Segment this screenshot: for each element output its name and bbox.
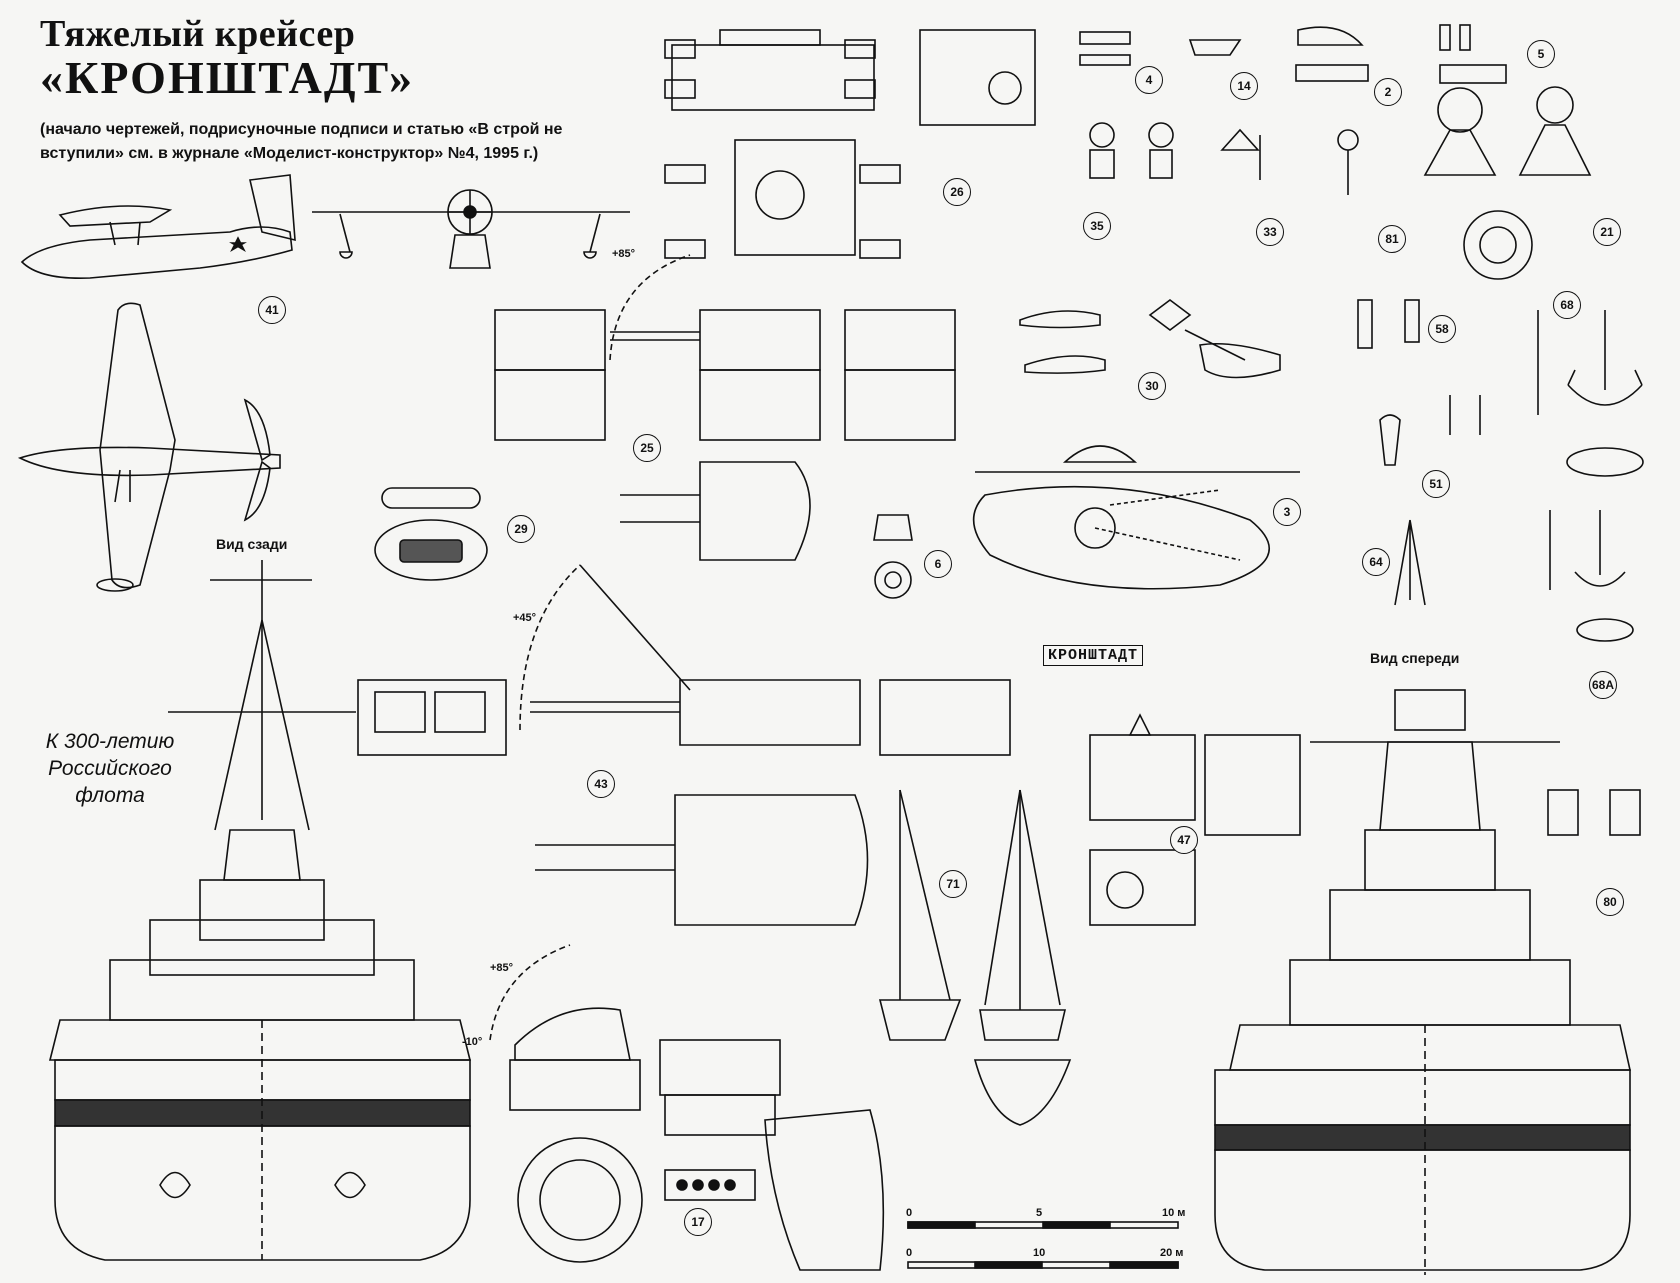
callout-21: 21 [1593, 218, 1621, 246]
callout-81: 81 [1378, 225, 1406, 253]
scale-bars [907, 1221, 1179, 1269]
callout-51: 51 [1422, 470, 1450, 498]
callout-64: 64 [1362, 548, 1390, 576]
turret-25-views [494, 309, 956, 561]
scale2-20: 20 м [1160, 1247, 1184, 1259]
scale1-5: 5 [1036, 1207, 1043, 1219]
callout-14: 14 [1230, 72, 1258, 100]
callout-58: 58 [1428, 315, 1456, 343]
rear-view-label: Вид сзади [216, 536, 288, 552]
callout-6: 6 [924, 550, 952, 578]
callout-2: 2 [1374, 78, 1402, 106]
callout-68a: 68A [1589, 671, 1617, 699]
ship-nameplate: КРОНШТАДТ [1043, 645, 1144, 666]
title-line-2: «КРОНШТАДТ» [40, 52, 415, 103]
callout-29: 29 [507, 515, 535, 543]
title-line-1: Тяжелый крейсер [40, 13, 356, 55]
callout-33: 33 [1256, 218, 1284, 246]
scale2-0: 0 [906, 1247, 913, 1259]
angle-label-2: +45° [513, 612, 537, 624]
callout-47: 47 [1170, 826, 1198, 854]
callout-43: 43 [587, 770, 615, 798]
callout-68: 68 [1553, 291, 1581, 319]
callout-35: 35 [1083, 212, 1111, 240]
bollards [1357, 299, 1481, 466]
ship-rear-view [48, 560, 472, 1261]
callout-17: 17 [684, 1208, 712, 1236]
elevation-arcs [489, 254, 691, 1041]
turret-26-views [664, 29, 1036, 259]
callout-30: 30 [1138, 372, 1166, 400]
anchor-chain-3 [972, 445, 1300, 590]
subtitle: (начало чертежей, подрисуночные подписи … [40, 121, 563, 162]
small-fittings [1079, 24, 1592, 280]
scale1-0: 0 [906, 1207, 913, 1219]
seaplane-side-view [20, 174, 296, 279]
front-view-label: Вид спереди [1370, 650, 1460, 666]
callout-41: 41 [258, 296, 286, 324]
boat-crane-71 [878, 789, 1072, 1126]
angle-label-4: -10° [462, 1036, 483, 1048]
turret-43-views [357, 679, 1011, 926]
capstan-6 [873, 514, 913, 599]
secondary-turret-views [509, 1007, 885, 1271]
anniversary-caption: К 300-летию Российского флота [45, 730, 175, 807]
callout-3: 3 [1273, 498, 1301, 526]
page-title: Тяжелый крейсер «КРОНШТАДТ» [40, 12, 415, 103]
scale1-10: 10 м [1162, 1207, 1186, 1219]
callout-5: 5 [1527, 40, 1555, 68]
callout-25: 25 [633, 434, 661, 462]
seaplane-top-view [17, 302, 281, 592]
seaplane-front-view [312, 189, 630, 269]
turret-47-views [1089, 713, 1301, 926]
life-raft-29 [374, 487, 488, 581]
callout-26: 26 [943, 178, 971, 206]
angle-label-1: +85° [612, 248, 636, 260]
ship-front-view [1214, 689, 1641, 1275]
callout-71: 71 [939, 870, 967, 898]
callout-80: 80 [1596, 888, 1624, 916]
scale2-10: 10 [1033, 1247, 1046, 1259]
seaplane-30-models [1019, 299, 1281, 379]
anchors-68 [1394, 310, 1644, 642]
angle-label-3: +85° [490, 962, 514, 974]
callout-4: 4 [1135, 66, 1163, 94]
